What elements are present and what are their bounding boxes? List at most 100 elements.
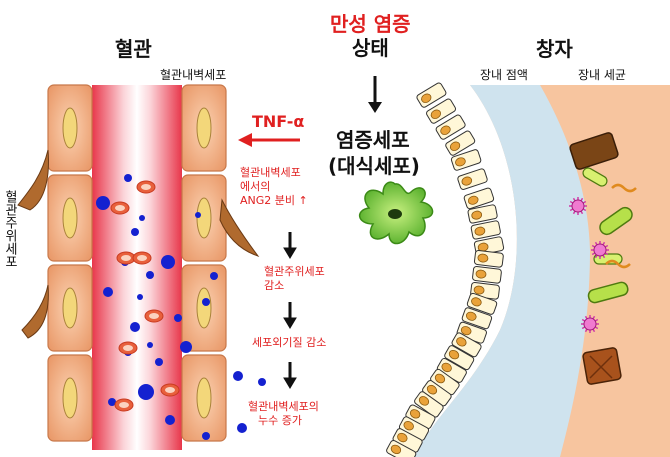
bacterium [569,132,619,170]
epithelial-nucleus [456,337,467,347]
epithelial-nucleus [409,409,421,419]
protein-particle [165,415,175,425]
epithelial-cell [405,404,436,429]
epithelial-cell [445,130,476,156]
step-arrows [283,232,297,389]
intestine-title: 창자 [536,37,573,61]
inflammatory-cell-label: 염증세포 [336,128,410,152]
red-blood-cell-center [165,387,175,393]
red-blood-cell-center [149,313,159,319]
cell-nucleus [62,107,78,149]
epithelial-nucleus [421,93,432,103]
red-blood-cell-center [119,402,129,408]
bacterium-core [571,199,585,213]
protein-particle [124,174,132,182]
protein-particle [202,298,210,306]
protein-particle [237,423,247,433]
protein-particle [161,255,175,269]
epithelial-nucleus [390,444,402,455]
epithelial-cell [461,307,493,330]
protein-particle [258,378,266,386]
bacterium-core [593,243,607,257]
epithelial-cell [470,220,501,240]
step-3: 세포외기질 감소 [252,336,327,349]
epithelial-cell [473,250,504,268]
epithelial-cell [467,204,498,224]
protein-particle [137,294,143,300]
epithelial-cell [444,345,475,371]
macrophage-label: (대식세포) [328,154,420,178]
endothelial-cell-label: 혈관내벽세포 [160,68,227,82]
epithelial-cell [416,82,447,108]
mucus-label: 장내 점액 [480,68,528,82]
bacteria-label: 장내 세균 [578,68,626,82]
protein-particle [146,271,154,279]
epithelial-nucleus [441,362,452,373]
epithelial-cell [386,439,417,457]
cell-nucleus [196,107,212,149]
epithelial-nucleus [426,384,438,395]
mucus-layer [415,85,590,457]
epithelial-cell [426,98,457,124]
cell-nucleus [196,377,212,419]
epithelial-cell [456,321,487,344]
epithelial-nucleus [455,157,466,167]
bacterium-core [583,317,597,331]
pericyte-cell [17,149,49,211]
epithelial-cell [450,149,482,171]
epithelial-cell [466,292,498,315]
epithelial-cell [451,332,482,358]
protein-particle [108,398,116,406]
vessel-left-wall [47,84,93,442]
epithelial-cell [398,416,430,441]
spiky-bacterium [569,197,587,215]
protein-particle [96,196,110,210]
bacterium [587,281,629,304]
intestine [386,82,670,457]
epithelial-nucleus [471,297,482,307]
epithelial-cell [435,114,466,140]
spiky-bacterium [581,315,599,333]
epithelial-nucleus [434,373,446,384]
protein-particle [210,272,218,280]
epithelial-cell-body [457,168,488,190]
epithelial-nucleus [461,176,473,186]
protein-particle [233,371,243,381]
epithelial-nucleus [397,432,408,443]
epithelial-cell [414,391,444,418]
vessel-particles [96,174,266,440]
bacterium [605,259,631,269]
protein-particle [202,432,210,440]
arrow-down-head [368,102,382,113]
protein-particle [131,228,139,236]
epithelial-nucleus [467,195,479,205]
intestinal-epithelium [386,82,505,457]
protein-particle [155,358,163,366]
cell-nucleus [62,377,78,419]
epithelial-cell [457,168,488,190]
epithelial-nucleus [448,349,460,360]
chronic-inflammation-label: 만성 염증 [330,12,411,36]
step-2: 혈관주위세포 감소 [264,265,325,292]
epithelial-nucleus [475,269,487,279]
protein-particle [138,384,154,400]
vessel-title: 혈관 [115,37,152,61]
epithelial-nucleus [474,226,486,236]
epithelial-nucleus [477,253,489,263]
tnf-arrow-head [238,133,252,147]
epithelial-cell [392,428,423,453]
spiky-bacteria [569,197,609,333]
red-blood-cell-center [141,184,151,190]
red-blood-cell-center [137,255,147,261]
pericyte-label: 혈관주위세포 [2,190,17,268]
bacterium [589,355,613,379]
blood-vessel [17,84,266,450]
epithelial-nucleus [430,109,442,119]
epithelial-nucleus [418,396,430,406]
cell-nucleus [196,287,212,329]
red-blood-cell-center [115,205,125,211]
epithelial-nucleus [465,311,477,321]
macrophage-cell [359,181,434,245]
epithelial-nucleus [471,210,483,220]
